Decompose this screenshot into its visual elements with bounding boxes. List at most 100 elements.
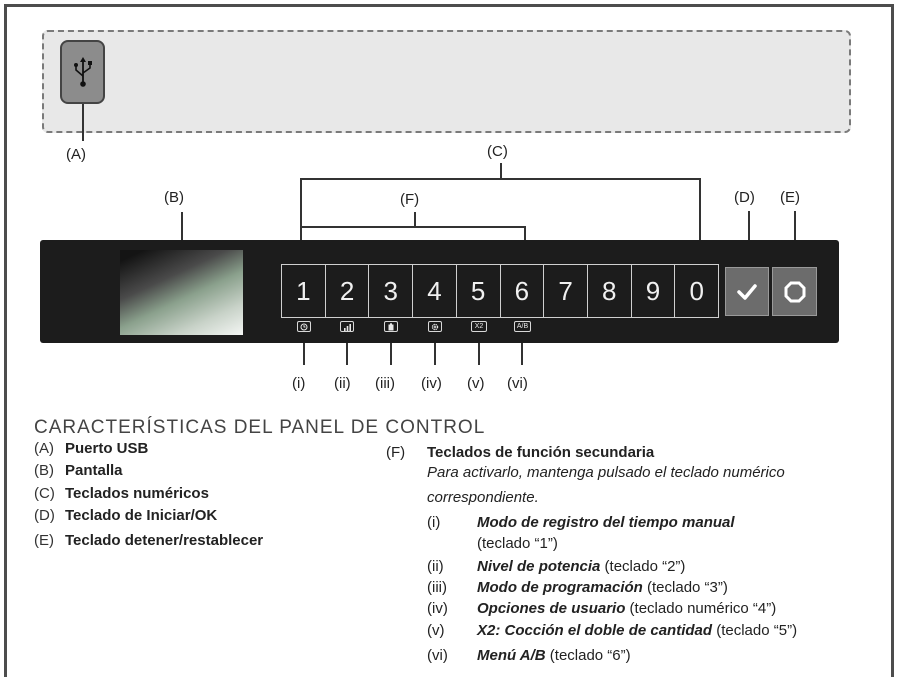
bracket-c-right	[699, 178, 701, 240]
callout-line-a	[82, 104, 84, 141]
secondary-rest-i: (teclado “1”)	[477, 535, 558, 552]
callout-line-e	[794, 211, 796, 240]
x2-icon: X2	[471, 321, 487, 332]
callout-line-iii	[390, 343, 392, 365]
callout-line-f	[414, 212, 416, 227]
clock-icon	[297, 321, 311, 332]
feature-code: (A)	[34, 440, 54, 457]
usb-area	[42, 30, 851, 133]
stop-octagon-icon	[784, 281, 805, 302]
secondary-name-i: Modo de registro del tiempo manual	[477, 514, 735, 531]
key-4[interactable]: 4	[413, 265, 457, 317]
callout-line-c	[500, 163, 502, 179]
bracket-f-top	[300, 226, 526, 228]
feature-label: Teclado detener/restablecer	[65, 532, 264, 549]
callout-d: (D)	[734, 189, 755, 206]
feature-label: Teclados numéricos	[65, 485, 209, 502]
bracket-c-top	[300, 178, 701, 180]
display-screen	[120, 250, 243, 335]
callout-i: (i)	[292, 375, 306, 392]
secondary-item-iv: Opciones de usuario (teclado numérico “4…	[477, 600, 776, 617]
callout-line-vi	[521, 343, 523, 365]
callout-b: (B)	[164, 189, 184, 206]
secondary-note-line1: Para activarlo, mantenga pulsado el tecl…	[427, 464, 785, 481]
program-icon	[384, 321, 398, 332]
secondary-code-vi: (vi)	[427, 647, 448, 664]
secondary-name: Opciones de usuario	[477, 600, 626, 617]
feature-item-a: (A) Puerto USB	[34, 440, 148, 457]
feature-label: Puerto USB	[65, 440, 149, 457]
secondary-code-iv: (iv)	[427, 600, 448, 617]
secondary-item-v: X2: Cocción el doble de cantidad (teclad…	[477, 622, 797, 639]
callout-line-iv	[434, 343, 436, 365]
feature-code: (E)	[34, 532, 54, 549]
key-9[interactable]: 9	[632, 265, 676, 317]
callout-v: (v)	[467, 375, 485, 392]
callout-line-i	[303, 343, 305, 365]
callout-line-v	[478, 343, 480, 365]
bracket-c-left	[300, 178, 302, 240]
secondary-name: Nivel de potencia	[477, 558, 601, 575]
secondary-rest: (teclado “2”)	[600, 558, 686, 575]
callout-line-d	[748, 211, 750, 240]
callout-a: (A)	[66, 146, 86, 163]
gear-icon	[428, 321, 442, 332]
key-1[interactable]: 1	[282, 265, 326, 317]
secondary-name: Modo de programación	[477, 579, 643, 596]
secondary-rest: (teclado “3”)	[642, 579, 728, 596]
secondary-name: X2: Cocción el doble de cantidad	[477, 622, 713, 639]
key-6[interactable]: 6	[501, 265, 545, 317]
feature-code: (D)	[34, 507, 55, 524]
feature-label: Teclado de Iniciar/OK	[65, 507, 218, 524]
usb-port[interactable]	[60, 40, 105, 104]
ab-icon: A/B	[514, 321, 531, 332]
secondary-item-vi: Menú A/B (teclado “6”)	[477, 647, 631, 664]
feature-item-d: (D) Teclado de Iniciar/OK	[34, 507, 217, 524]
key-3[interactable]: 3	[369, 265, 414, 317]
stop-reset-button[interactable]	[772, 267, 817, 316]
feature-item-b: (B) Pantalla	[34, 462, 123, 479]
key-0[interactable]: 0	[689, 275, 704, 306]
callout-iii: (iii)	[375, 375, 395, 392]
key-5[interactable]: 5	[457, 265, 501, 317]
secondary-item-ii: Nivel de potencia (teclado “2”)	[477, 558, 685, 575]
callout-ii: (ii)	[334, 375, 351, 392]
key-8[interactable]: 8	[588, 265, 632, 317]
numeric-keypad: 1 2 3 4 5 6 7 8 9 0	[281, 264, 719, 318]
secondary-code-i: (i)	[427, 514, 441, 531]
callout-line-b	[181, 212, 183, 240]
secondary-rest: (teclado “6”)	[545, 647, 631, 664]
secondary-code: (F)	[386, 444, 406, 461]
bracket-f-right	[524, 226, 526, 240]
secondary-code-v: (v)	[427, 622, 445, 639]
secondary-code-ii: (ii)	[427, 558, 444, 575]
callout-f: (F)	[400, 191, 420, 208]
frame-border-top	[4, 4, 894, 7]
feature-code: (C)	[34, 485, 55, 502]
key-2[interactable]: 2	[326, 265, 370, 317]
secondary-note-line2: correspondiente.	[427, 489, 539, 506]
feature-label: Pantalla	[65, 462, 123, 479]
callout-line-ii	[346, 343, 348, 365]
secondary-rest: (teclado numérico “4”)	[625, 600, 777, 617]
callout-e: (E)	[780, 189, 800, 206]
power-bars-icon	[340, 321, 354, 332]
usb-icon	[73, 57, 92, 87]
secondary-name: Menú A/B	[477, 647, 546, 664]
secondary-item-iii: Modo de programación (teclado “3”)	[477, 579, 728, 596]
callout-c: (C)	[487, 143, 508, 160]
callout-iv: (iv)	[421, 375, 442, 392]
feature-code: (B)	[34, 462, 54, 479]
secondary-title: Teclados de función secundaria	[427, 444, 655, 461]
feature-item-c: (C) Teclados numéricos	[34, 485, 209, 502]
callout-vi: (vi)	[507, 375, 528, 392]
key-7[interactable]: 7	[544, 265, 588, 317]
frame-border-right	[891, 4, 894, 677]
secondary-code-iii: (iii)	[427, 579, 447, 596]
feature-item-e: (E) Teclado detener/restablecer	[34, 532, 263, 549]
secondary-rest: (teclado “5”)	[712, 622, 798, 639]
frame-border-left	[4, 4, 7, 677]
start-ok-button[interactable]	[725, 267, 769, 316]
checkmark-icon	[737, 283, 757, 300]
